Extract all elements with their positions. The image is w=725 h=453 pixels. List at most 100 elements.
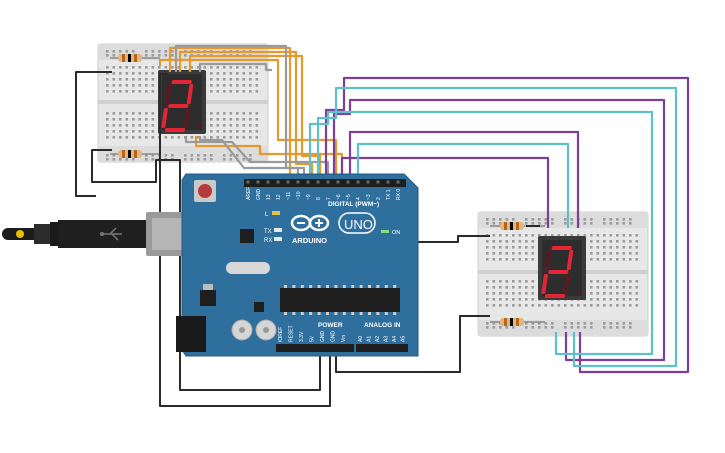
digital-pin-label: 4 (356, 197, 362, 200)
seven-segment-display-1[interactable] (158, 70, 206, 134)
gray-wire[interactable] (184, 136, 330, 178)
digital-pin-label: ~10 (296, 191, 302, 200)
purple-wire[interactable] (324, 76, 690, 374)
voltage-regulator (200, 290, 216, 306)
power-pin-label: RESET (289, 325, 295, 342)
black-wire[interactable] (75, 71, 112, 197)
orange-wire[interactable] (178, 50, 314, 178)
display-1-segment-e (161, 108, 168, 128)
digital-pin-label: ~5 (346, 194, 352, 200)
digital-pin-label: 13 (266, 194, 272, 200)
teal-wire[interactable] (356, 142, 570, 228)
model-label: UNO (344, 217, 373, 232)
l-led-label: L (265, 212, 269, 218)
icsp-header (254, 302, 264, 312)
display-2-dot (577, 290, 581, 294)
seven-segment-display-2[interactable] (538, 236, 586, 300)
analog-pin-label: A3 (384, 336, 390, 342)
digital-pin-label: 8 (316, 197, 322, 200)
display-1-segment-a (171, 80, 192, 84)
display-1-segment-c (183, 108, 190, 128)
analog-pin-label: A4 (392, 336, 398, 342)
digital-pin-hole[interactable] (326, 180, 330, 184)
display-2-segment-c (563, 274, 570, 294)
black-wire[interactable] (91, 149, 321, 391)
teal-wire[interactable] (308, 110, 654, 356)
digital-pin-label: 2 (376, 197, 382, 200)
digital-pin-hole[interactable] (396, 180, 400, 184)
l-led (272, 211, 280, 215)
digital-pin-hole[interactable] (386, 180, 390, 184)
display-1-segment-g (168, 104, 189, 108)
digital-label: DIGITAL (PWM~) (328, 201, 379, 208)
power-jack (176, 316, 206, 352)
brand-label: ARDUINO (292, 236, 327, 245)
digital-pin-label: GND (256, 189, 262, 201)
digital-pin-hole[interactable] (296, 180, 300, 184)
usb-symbol-icon (100, 227, 122, 241)
teal-wire[interactable] (316, 86, 678, 368)
digital-pin-label: ~3 (366, 194, 372, 200)
gray-wire[interactable] (174, 44, 300, 178)
display-1-segment-d (164, 128, 186, 132)
digital-pin-hole[interactable] (356, 180, 360, 184)
orange-wire[interactable] (168, 46, 292, 178)
digital-pin-hole[interactable] (366, 180, 370, 184)
analog-pin-label: A2 (375, 336, 381, 342)
display-2-segment-a (551, 246, 572, 250)
digital-pin-label: 12 (276, 194, 282, 200)
power-pin-label: Vin (341, 335, 347, 342)
display-2-segments (541, 246, 574, 298)
digital-pin-hole[interactable] (316, 180, 320, 184)
digital-pin-label: AREF (246, 187, 252, 200)
digital-pin-hole[interactable] (266, 180, 270, 184)
power-pin-label: GND (320, 331, 326, 343)
analog-label: ANALOG IN (364, 322, 401, 329)
power-pin-label: 3.3V (299, 331, 305, 342)
purple-wire[interactable] (340, 156, 550, 228)
display-1-segment-f (164, 84, 172, 104)
rx-led (274, 237, 282, 241)
purple-wire[interactable] (348, 130, 580, 228)
display-1-segments (161, 80, 194, 132)
tx-led (274, 228, 282, 232)
crystal (226, 262, 270, 274)
on-led (381, 230, 389, 233)
power-pin-label: 5V (310, 335, 316, 342)
rx-led-label: RX (264, 238, 272, 244)
gray-wire[interactable] (198, 62, 272, 72)
power-header (276, 344, 354, 352)
resistor-2[interactable] (110, 150, 160, 158)
digital-pin-hole[interactable] (286, 180, 290, 184)
digital-pin-label: ~9 (306, 194, 312, 200)
digital-pin-hole[interactable] (336, 180, 340, 184)
digital-pin-hole[interactable] (276, 180, 280, 184)
display-2-segment-e (541, 274, 548, 294)
black-wire[interactable] (335, 315, 490, 373)
resistor-4[interactable] (490, 318, 545, 326)
on-label: ON (392, 230, 400, 236)
digital-pin-hole[interactable] (256, 180, 260, 184)
digital-pin-hole[interactable] (306, 180, 310, 184)
usb-cable[interactable] (2, 212, 192, 256)
gray-wire[interactable] (198, 136, 306, 178)
usb-flash-icon (16, 230, 24, 238)
black-wire[interactable] (159, 73, 331, 407)
digital-pin-hole[interactable] (246, 180, 250, 184)
display-1-dot (197, 124, 201, 128)
model-badge (338, 212, 376, 234)
display-1-segment-b (186, 84, 194, 104)
digital-pin-hole[interactable] (376, 180, 380, 184)
atmega-pins (284, 285, 397, 315)
orange-wire[interactable] (188, 54, 322, 178)
digital-pin-hole[interactable] (346, 180, 350, 184)
digital-pin-label: 7 (326, 197, 332, 200)
resistor-1[interactable] (110, 54, 160, 62)
digital-header (244, 179, 406, 187)
atmega-chip (280, 288, 400, 312)
orange-wire[interactable] (158, 58, 338, 178)
